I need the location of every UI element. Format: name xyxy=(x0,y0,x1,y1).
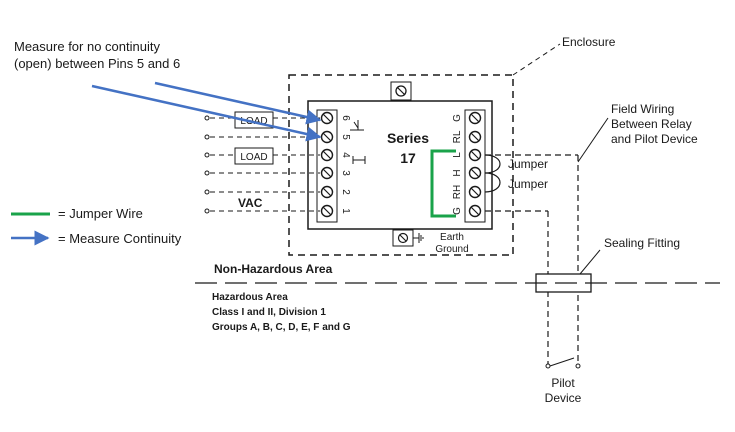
jumper-loop-1 xyxy=(484,154,501,174)
left-wire-6 xyxy=(204,208,320,214)
contact-symbol-lower xyxy=(352,156,366,164)
left-pin-label: 3 xyxy=(340,170,351,176)
relay-body xyxy=(307,100,493,230)
ground-symbol-icon xyxy=(413,233,424,243)
green-jumper-wire xyxy=(430,149,456,218)
contact-symbol-upper xyxy=(350,120,364,131)
measure-arrow-pin6 xyxy=(154,81,322,125)
left-pin-label: 6 xyxy=(340,115,351,121)
field-wiring-label-1: Field Wiring xyxy=(611,102,674,116)
left-pin-label: 5 xyxy=(340,134,351,140)
right-terminal-screw-3 xyxy=(468,148,482,162)
legend-jumper-label: = Jumper Wire xyxy=(58,206,143,221)
left-wire-2 xyxy=(204,134,320,140)
left-terminal-screw-3 xyxy=(320,148,334,162)
enclosure-leader xyxy=(512,43,561,76)
annotation-line-2: (open) between Pins 5 and 6 xyxy=(14,56,180,71)
device-label: Device xyxy=(545,391,582,405)
enclosure-label: Enclosure xyxy=(562,35,616,49)
annotation-line-1: Measure for no continuity xyxy=(14,39,160,54)
right-pin-label: G xyxy=(452,207,463,215)
right-terminal-screw-1 xyxy=(468,111,482,125)
jumper-label-1: Jumper xyxy=(508,157,548,171)
enclosure-outline xyxy=(288,74,514,256)
non-hazardous-area-label: Non-Hazardous Area xyxy=(214,262,333,276)
left-pin-label: 2 xyxy=(340,189,351,195)
pilot-contact-left xyxy=(545,363,551,369)
relay-series-label: Series xyxy=(387,130,429,146)
class-division-label: Class I and II, Division 1 xyxy=(212,307,326,318)
right-pin-label: L xyxy=(452,152,463,158)
right-pin-label: H xyxy=(452,169,463,176)
left-terminal-screw-1 xyxy=(320,111,334,125)
measure-arrow-pin5 xyxy=(91,84,322,142)
ground-label: Ground xyxy=(435,244,468,255)
sealing-fitting-label: Sealing Fitting xyxy=(604,236,680,250)
left-terminal-screw-6 xyxy=(320,204,334,218)
vac-label: VAC xyxy=(238,196,263,210)
sealing-fitting-leader xyxy=(579,249,601,275)
pilot-switch-blade xyxy=(549,357,575,367)
right-pin-label: G xyxy=(452,114,463,122)
load-label-2: LOAD xyxy=(240,152,267,163)
earth-label: Earth xyxy=(440,232,464,243)
left-terminal-screw-4 xyxy=(320,166,334,180)
right-terminal-screw-5 xyxy=(468,185,482,199)
top-terminal-screw xyxy=(395,85,407,97)
legend-measure-label: = Measure Continuity xyxy=(58,231,182,246)
pilot-label: Pilot xyxy=(551,376,575,390)
load-box-2 xyxy=(234,147,274,165)
groups-label: Groups A, B, C, D, E, F and G xyxy=(212,322,351,333)
field-wiring-label-3: and Pilot Device xyxy=(611,132,698,146)
left-pin-label: 4 xyxy=(340,152,351,158)
left-wire-5 xyxy=(204,189,320,195)
left-wire-4 xyxy=(204,170,320,176)
right-pin-label: RH xyxy=(452,185,463,199)
right-pin-label: RL xyxy=(452,130,463,143)
right-terminal-screw-6 xyxy=(468,204,482,218)
jumper-loop-2 xyxy=(484,172,501,193)
hazardous-area-label: Hazardous Area xyxy=(212,292,288,303)
left-pin-label: 1 xyxy=(340,208,351,214)
left-terminal-screw-2 xyxy=(320,130,334,144)
left-terminal-screw-5 xyxy=(320,185,334,199)
right-terminal-screw-2 xyxy=(468,130,482,144)
right-terminal-screw-4 xyxy=(468,166,482,180)
jumper-label-2: Jumper xyxy=(508,177,548,191)
field-wiring-leader xyxy=(577,117,609,163)
field-wiring-label-2: Between Relay xyxy=(611,117,692,131)
relay-model-number: 17 xyxy=(400,150,416,166)
pilot-contact-right xyxy=(575,363,581,369)
